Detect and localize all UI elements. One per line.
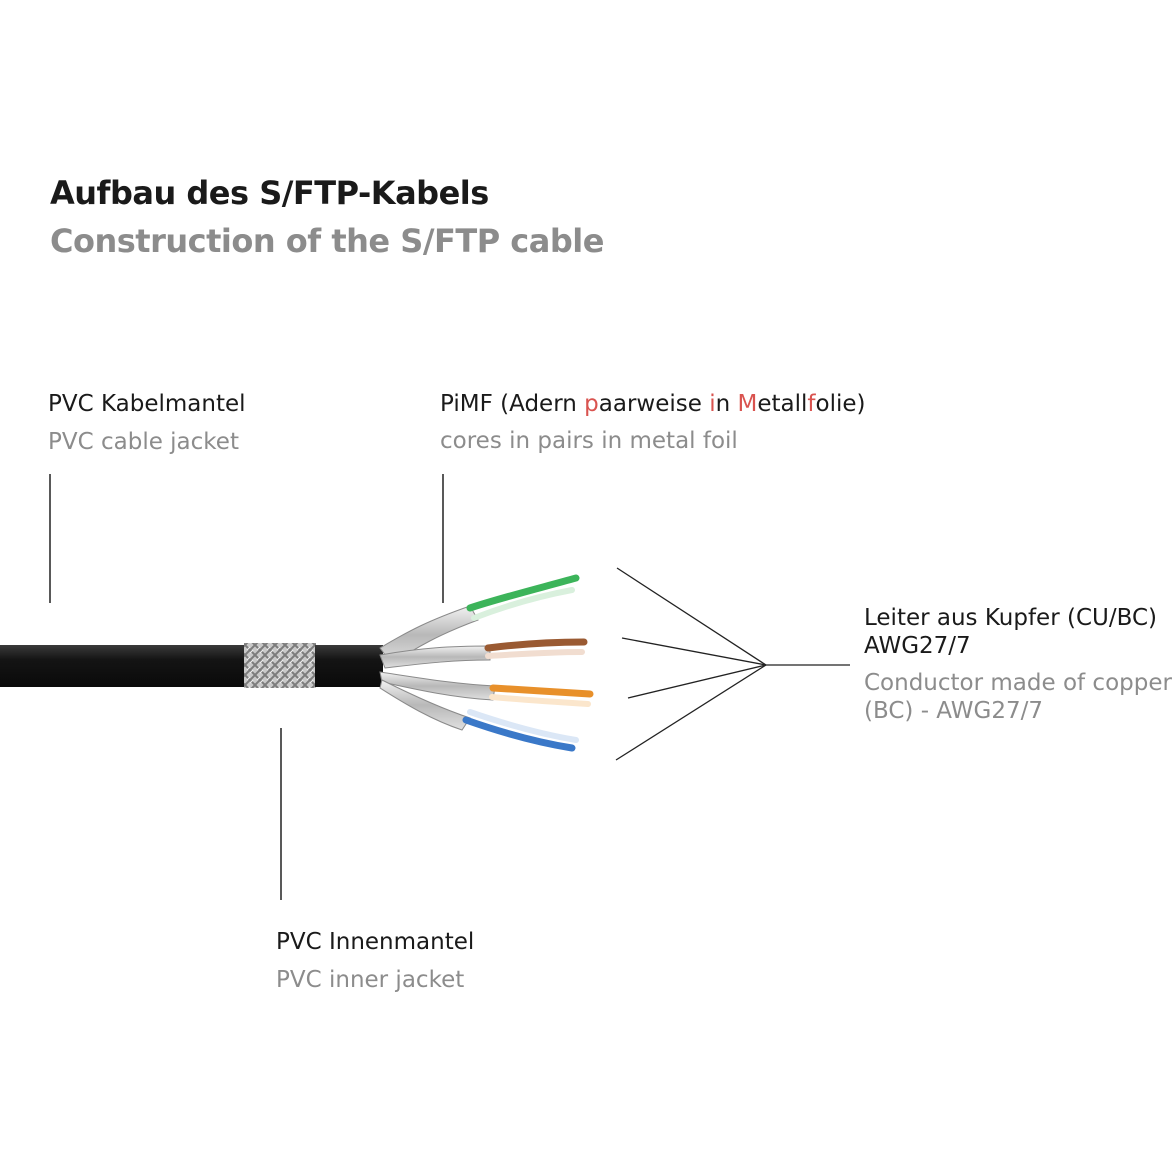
label-conductor-en-line2: (BC) - AWG27/7: [864, 698, 1043, 724]
braid-shield: [244, 643, 316, 688]
pair-green: [466, 574, 580, 621]
title-german: Aufbau des S/FTP-Kabels: [50, 174, 489, 212]
pair-brown: [484, 638, 588, 659]
pair-blue: [462, 709, 579, 752]
label-conductor-de-line2: AWG27/7: [864, 633, 971, 659]
label-conductor-en-line1: Conductor made of copper: [864, 670, 1172, 696]
title-english: Construction of the S/FTP cable: [50, 222, 604, 260]
label-jacket-de: PVC Kabelmantel: [48, 391, 246, 417]
label-pimf-en: cores in pairs in metal foil: [440, 428, 738, 454]
foil-shielded-pairs: [379, 605, 496, 731]
label-jacket-en: PVC cable jacket: [48, 429, 239, 455]
pair-orange: [489, 684, 594, 707]
label-inner-de: PVC Innenmantel: [276, 929, 475, 955]
label-inner-en: PVC inner jacket: [276, 967, 465, 993]
conductor-leader-fan: [615, 567, 850, 761]
label-conductor-de-line1: Leiter aus Kupfer (CU/BC): [864, 605, 1158, 631]
label-pimf-de: PiMF (Adern paarweise in Metallfolie): [440, 391, 866, 417]
inner-jacket: [315, 645, 383, 687]
outer-jacket: [0, 645, 245, 687]
